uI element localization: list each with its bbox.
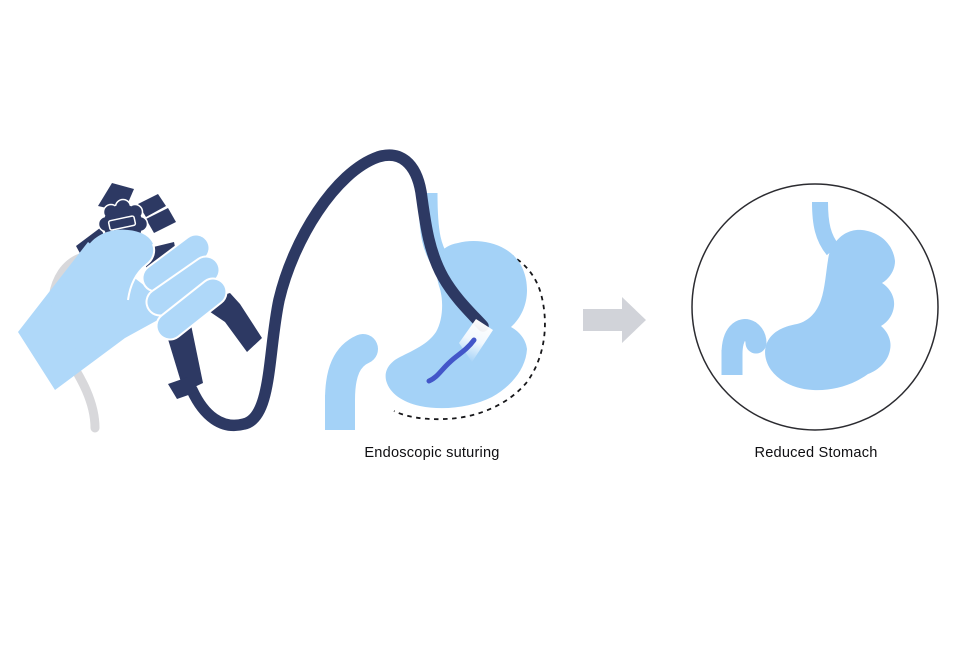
- handle-bottom-nub: [168, 377, 197, 399]
- result-panel: [691, 183, 939, 431]
- stomach-body: [385, 241, 527, 409]
- duodenum-bend: [325, 334, 378, 415]
- palm-and-thumb: [50, 229, 155, 350]
- fingers: [141, 233, 228, 341]
- stomach-icon: [325, 192, 527, 430]
- arrow-right-icon: [583, 297, 646, 343]
- gloved-hand-icon: [18, 229, 228, 390]
- handle-step-2: [146, 208, 176, 233]
- thumb-crease-line: [127, 243, 156, 301]
- reduced-stomach-body: [765, 229, 895, 391]
- caption-reduced-stomach: Reduced Stomach: [754, 445, 877, 461]
- reduced-stomach-icon: [721, 201, 895, 391]
- caption-endoscopic-suturing: Endoscopic suturing: [364, 445, 499, 461]
- reduced-duodenum-bend: [721, 319, 767, 365]
- endoscope-insertion-tube: [186, 149, 489, 432]
- reduced-esophagus: [812, 201, 840, 256]
- handle-step-1: [138, 194, 166, 217]
- suture-line: [426, 337, 477, 384]
- original-stomach-outline: [393, 245, 546, 421]
